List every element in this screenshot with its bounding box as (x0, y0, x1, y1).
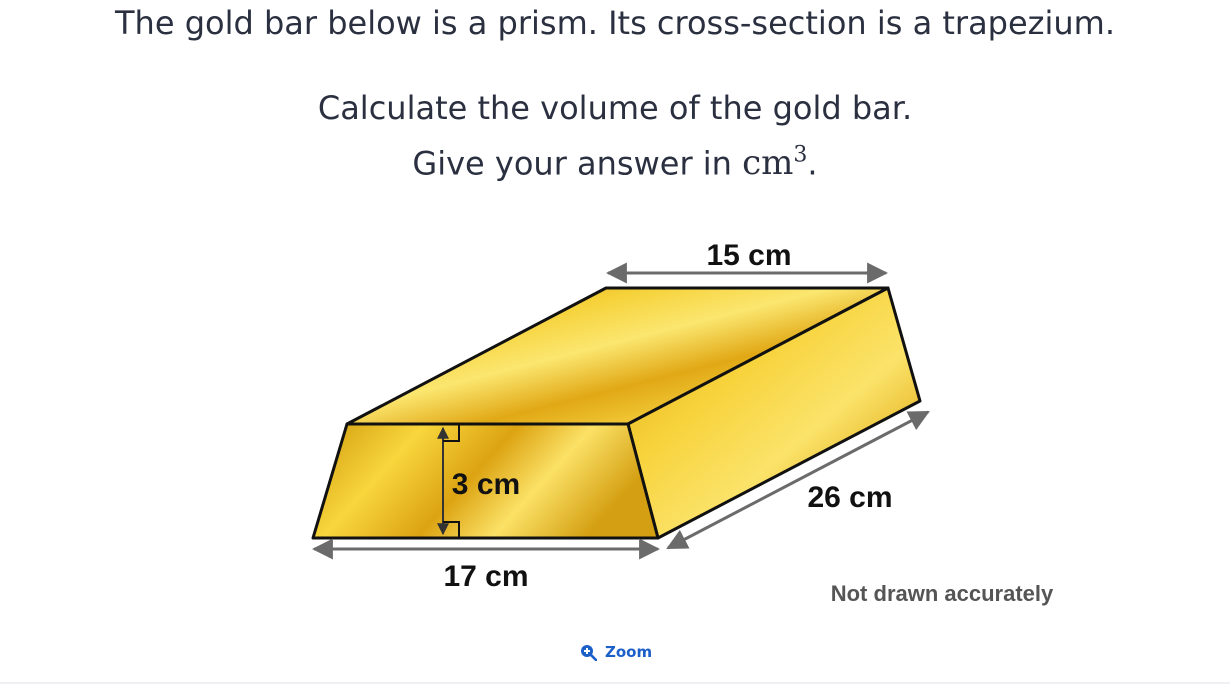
gold-bar-front-face (311, 422, 660, 540)
question-line-1: The gold bar below is a prism. Its cross… (115, 4, 1115, 42)
question-line-3-prefix: Give your answer in (412, 144, 743, 183)
zoom-in-icon (581, 644, 597, 661)
question-line-2: Calculate the volume of the gold bar. (317, 89, 913, 127)
unit-base: cm (742, 143, 794, 184)
zoom-label: Zoom (605, 643, 653, 661)
not-drawn-accurately-note: Not drawn accurately (831, 581, 1054, 606)
unit-math: cm3 (742, 143, 807, 183)
unit-exponent: 3 (793, 143, 808, 168)
right-angle-mark-bottom (443, 521, 460, 537)
depth-arrow (666, 410, 930, 550)
depth-label: 26 cm (807, 481, 892, 514)
question-line-3-suffix: . (807, 144, 818, 183)
question-line-3: Give your answer in cm3. (0, 136, 1230, 183)
height-label: 3 cm (452, 468, 520, 501)
bottom-length-label: 17 cm (443, 560, 528, 593)
right-angle-mark-top (443, 425, 460, 442)
top-length-label: 15 cm (706, 239, 791, 272)
bottom-divider (0, 682, 1230, 684)
zoom-button[interactable]: Zoom (580, 643, 652, 661)
